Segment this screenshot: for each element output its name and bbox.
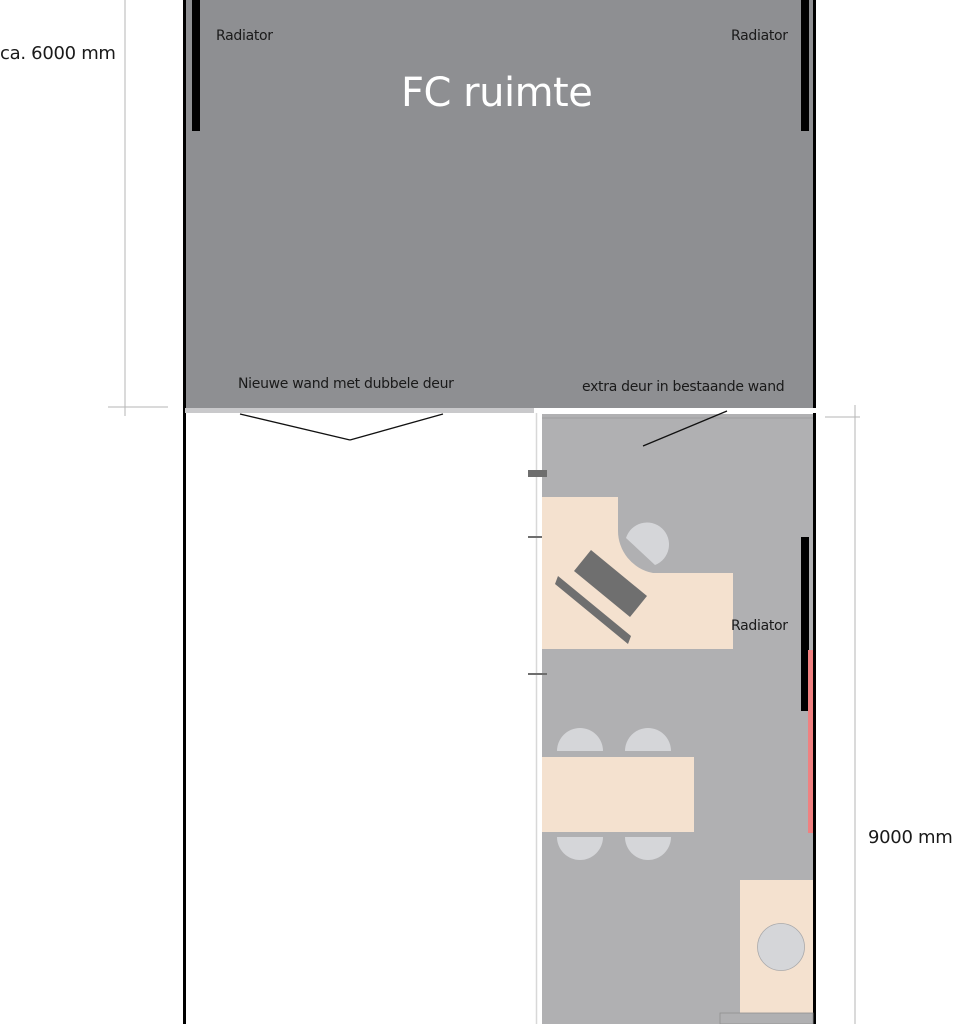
fc-room — [183, 0, 815, 410]
extra-door-swing — [642, 410, 728, 447]
new-wall — [185, 408, 534, 413]
dimension-bottom-height: 9000 mm — [868, 827, 953, 848]
monitor — [574, 550, 647, 617]
desk-chair — [626, 522, 670, 565]
keyboard — [555, 576, 631, 644]
radiator-label-top-left: Radiator — [216, 28, 273, 44]
chair — [557, 728, 603, 751]
partition-marker — [528, 536, 547, 538]
radiator-top-right — [801, 0, 809, 131]
dimension-lines — [108, 0, 860, 1024]
meeting-table — [542, 757, 694, 832]
radiator-right-middle — [801, 537, 809, 711]
radiator-top-left — [192, 0, 200, 131]
highlight-wall-segment — [808, 650, 813, 833]
chair — [557, 837, 603, 860]
chair — [625, 728, 671, 751]
chair — [625, 837, 671, 860]
new-wall-label: Nieuwe wand met dubbele deur — [238, 376, 454, 392]
bottom-cabinet — [719, 1012, 814, 1024]
round-stool — [757, 923, 805, 971]
dimension-top-height: ca. 6000 mm — [0, 43, 116, 64]
double-door-swing — [239, 413, 444, 441]
room-title: FC ruimte — [401, 70, 593, 116]
partition-marker — [528, 673, 547, 675]
radiator-label-top-right: Radiator — [731, 28, 788, 44]
outer-walls — [183, 0, 816, 1024]
radiator-label-right-middle: Radiator — [731, 618, 788, 634]
extra-door-label: extra deur in bestaande wand — [582, 379, 785, 395]
partition-marker — [528, 470, 547, 477]
